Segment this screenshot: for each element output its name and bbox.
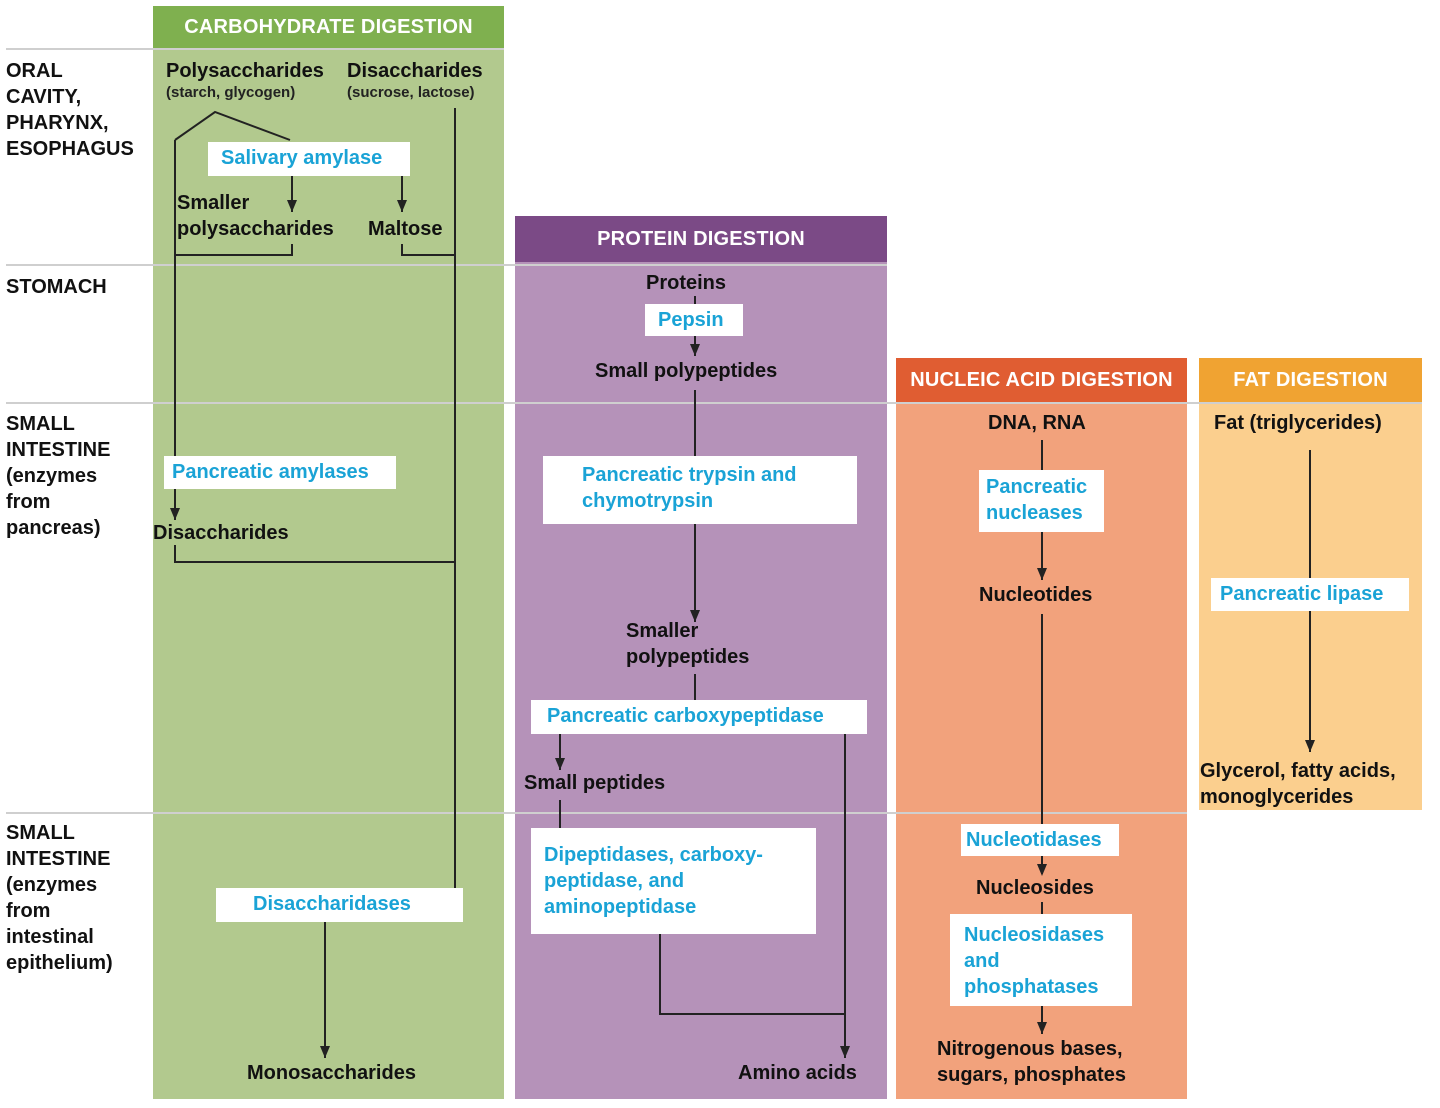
fat-triglycerides-label: Fat (triglycerides)	[1214, 412, 1382, 434]
protein-panel	[515, 216, 887, 1099]
disaccharides-top-sublabel: (sucrose, lactose)	[347, 84, 475, 101]
polysaccharides-label: Polysaccharides	[166, 60, 324, 82]
carb-disaccharides-merge	[174, 545, 455, 563]
arrowhead	[555, 758, 565, 770]
nucleic-acid-header: NUCLEIC ACID DIGESTION	[896, 358, 1187, 402]
monosaccharides-label: Monosaccharides	[247, 1062, 416, 1084]
carb-split-line	[174, 110, 291, 141]
pancreatic-carboxypeptidase-enzyme: Pancreatic carboxypeptidase	[531, 700, 867, 734]
nucleosides-label: Nucleosides	[976, 877, 1094, 899]
region-stomach: STOMACH	[6, 276, 107, 298]
divider-oral	[6, 48, 504, 50]
carb-maltose-merge	[401, 244, 455, 256]
maltose-label: Maltose	[368, 218, 443, 240]
arrowhead	[1037, 864, 1047, 876]
arrowhead	[1037, 1022, 1047, 1034]
pepsin-enzyme: Pepsin	[645, 304, 743, 336]
proteins-label: Proteins	[646, 272, 727, 294]
disaccharides-top-label: Disaccharides	[347, 60, 483, 82]
fat-products-label: Glycerol, fatty acids,monoglycerides	[1200, 760, 1396, 808]
pancreatic-lipase-enzyme: Pancreatic lipase	[1211, 578, 1409, 611]
pancreatic-amylases-enzyme: Pancreatic amylases	[164, 456, 396, 489]
divider-stomach	[6, 264, 887, 266]
arrowhead	[287, 200, 297, 212]
arrowhead	[397, 200, 407, 212]
disaccharides-label: Disaccharides	[153, 522, 289, 544]
carbohydrate-header: CARBOHYDRATE DIGESTION	[153, 6, 504, 48]
arrowhead	[1037, 568, 1047, 580]
polysaccharides-sublabel: (starch, glycogen)	[166, 84, 296, 101]
fat-header: FAT DIGESTION	[1199, 358, 1422, 402]
salivary-amylase-enzyme: Salivary amylase	[208, 142, 410, 176]
carb-smaller-merge	[175, 244, 293, 256]
nucleotidases-enzyme: Nucleotidases	[961, 824, 1119, 856]
disaccharidases-enzyme: Disaccharidases	[216, 888, 463, 922]
arrowhead	[1305, 740, 1315, 752]
arrowhead	[840, 1046, 850, 1058]
arrowhead	[320, 1046, 330, 1058]
divider-small-intestine-pancreas	[6, 402, 1422, 404]
protein-header: PROTEIN DIGESTION	[515, 216, 887, 262]
nucleic-products-label: Nitrogenous bases,sugars, phosphates	[937, 1038, 1126, 1086]
amino-acids-label: Amino acids	[738, 1062, 857, 1084]
dna-rna-label: DNA, RNA	[988, 412, 1086, 434]
small-polypeptides-label: Small polypeptides	[595, 360, 778, 382]
divider-small-intestine-epithelium	[6, 812, 1187, 814]
arrowhead	[170, 508, 180, 520]
arrowhead	[690, 610, 700, 622]
nucleotides-label: Nucleotides	[979, 584, 1093, 606]
small-peptides-label: Small peptides	[524, 772, 666, 794]
arrowhead	[690, 344, 700, 356]
protein-dipeptidases-merge	[659, 934, 845, 1015]
